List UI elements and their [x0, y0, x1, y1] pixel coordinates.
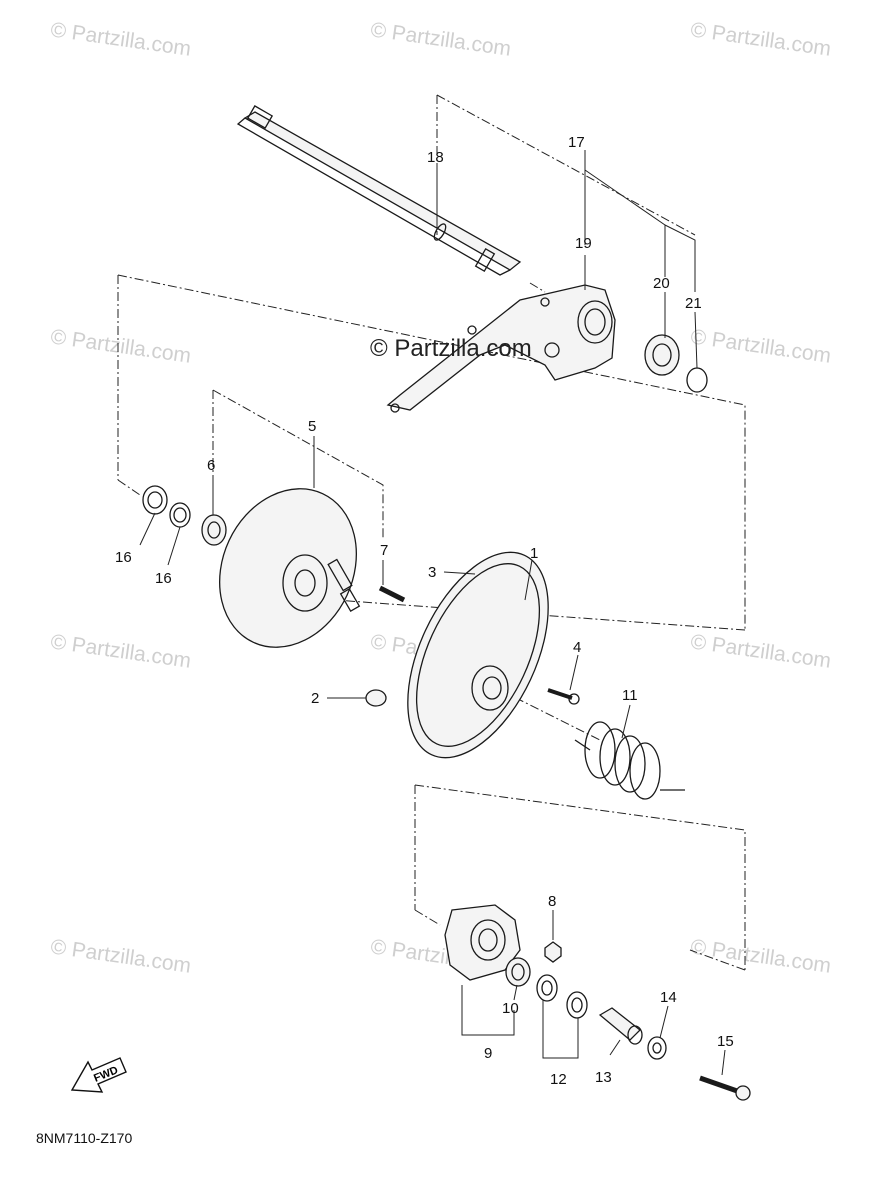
callout-13: 13	[595, 1069, 612, 1086]
callout-7: 7	[380, 542, 388, 559]
bolt	[699, 1075, 751, 1101]
callout-8: 8	[548, 893, 556, 910]
screw	[547, 688, 580, 705]
callout-6: 6	[207, 457, 215, 474]
washer	[647, 1036, 667, 1060]
callout-15: 15	[717, 1033, 734, 1050]
callout-20: 20	[653, 275, 670, 292]
washer	[536, 974, 558, 1002]
cam	[444, 904, 521, 981]
nut	[544, 941, 562, 963]
forward-arrow-icon: FWD	[70, 1057, 127, 1093]
callout-11: 11	[622, 687, 638, 704]
sliding-sheave	[407, 551, 549, 759]
alignment-lines	[117, 94, 746, 971]
collar	[201, 514, 227, 546]
callout-19: 19	[575, 235, 592, 252]
callout-17: 17	[568, 134, 585, 151]
bearing	[644, 334, 680, 376]
fwd-label: FWD	[92, 1064, 120, 1085]
callout-4: 4	[573, 639, 581, 656]
callout-16a: 16	[115, 549, 132, 566]
circlip	[686, 367, 708, 393]
callout-18: 18	[427, 149, 444, 166]
callout-1: 1	[530, 545, 538, 562]
callout-16b: 16	[155, 570, 172, 587]
slider	[365, 689, 387, 707]
callout-21: 21	[685, 295, 702, 312]
bushing	[505, 957, 531, 987]
callout-10: 10	[502, 1000, 519, 1017]
spacer-collar	[598, 1007, 643, 1045]
diagram-code: 8NM7110-Z170	[36, 1130, 133, 1146]
callout-3: 3	[428, 564, 436, 581]
drive-shaft	[236, 105, 522, 276]
bracket-arm	[386, 284, 616, 413]
callout-12: 12	[550, 1071, 567, 1088]
callout-labels: 1 2 3 4 5 6 7 8 9 10 11 12 13 14 15 16 1…	[115, 134, 734, 1088]
washer	[169, 502, 191, 528]
center-watermark: © Partzilla.com	[370, 335, 532, 362]
washer	[566, 991, 588, 1019]
callout-5: 5	[308, 418, 316, 435]
stud	[378, 585, 406, 603]
callout-14: 14	[660, 989, 677, 1006]
spring	[574, 721, 685, 800]
callout-2: 2	[311, 690, 319, 707]
fixed-sheave	[219, 488, 361, 648]
washer	[142, 485, 168, 515]
leader-lines	[139, 150, 726, 1076]
callout-9: 9	[484, 1045, 492, 1062]
